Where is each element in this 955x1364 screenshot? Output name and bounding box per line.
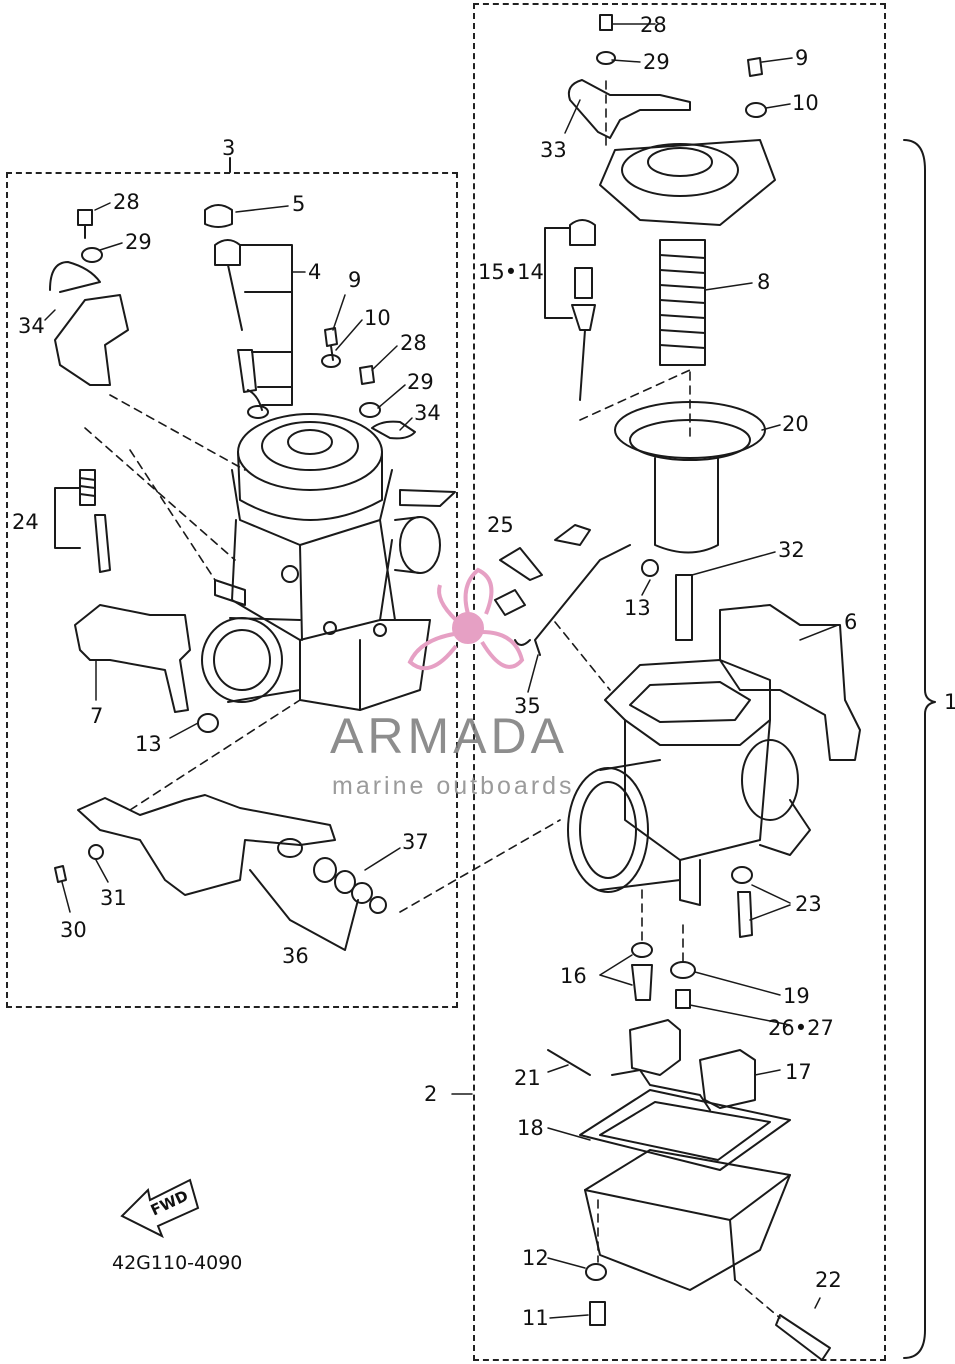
part-label-17: 17 [785, 1060, 812, 1084]
part-label-8: 8 [757, 270, 771, 294]
part-label-28-left-b: 28 [400, 331, 427, 355]
part-label-22: 22 [815, 1268, 842, 1292]
part-label-12: 12 [522, 1246, 549, 1270]
part-label-15-14: 15•14 [478, 260, 544, 284]
part-label-16: 16 [560, 964, 587, 988]
part-label-13-right: 13 [624, 596, 651, 620]
part-label-25: 25 [487, 513, 514, 537]
part-label-29-left-b: 29 [407, 370, 434, 394]
part-label-20: 20 [782, 412, 809, 436]
part-label-7: 7 [90, 704, 104, 728]
part-label-37: 37 [402, 830, 429, 854]
part-label-30: 30 [60, 918, 87, 942]
part-label-11: 11 [522, 1306, 549, 1330]
part-label-28-right: 28 [640, 13, 667, 37]
part-label-33: 33 [540, 138, 567, 162]
part-label-24: 24 [12, 510, 39, 534]
part-label-34-left-b: 34 [414, 401, 441, 425]
part-label-21: 21 [514, 1066, 541, 1090]
part-label-13-left: 13 [135, 732, 162, 756]
part-label-23: 23 [795, 892, 822, 916]
part-label-10-right: 10 [792, 91, 819, 115]
fwd-arrow-icon [120, 1178, 200, 1239]
part-label-4: 4 [308, 260, 322, 284]
part-label-32: 32 [778, 538, 805, 562]
part-label-29-right: 29 [643, 50, 670, 74]
part-label-34-left: 34 [18, 314, 45, 338]
part-label-36: 36 [282, 944, 309, 968]
part-label-10-left: 10 [364, 306, 391, 330]
group-3-frame [6, 172, 458, 1008]
part-label-6: 6 [844, 610, 858, 634]
diagram-code: 42G110-4090 [112, 1252, 243, 1274]
part-label-19: 19 [783, 984, 810, 1008]
part-label-18: 18 [517, 1116, 544, 1140]
part-label-9-left: 9 [348, 268, 362, 292]
watermark-tagline: marine outboards [332, 772, 575, 800]
part-label-29-left: 29 [125, 230, 152, 254]
group-3-label: 3 [222, 136, 236, 160]
group-1-label: 1 [944, 690, 955, 714]
part-label-26-27: 26•27 [768, 1016, 834, 1040]
armada-logo-icon [407, 567, 525, 671]
part-label-28-left: 28 [113, 190, 140, 214]
part-label-5: 5 [292, 192, 306, 216]
part-label-31: 31 [100, 886, 127, 910]
part-label-9-right: 9 [795, 46, 809, 70]
group-2-label: 2 [424, 1082, 438, 1106]
part-label-35: 35 [514, 694, 541, 718]
group-2-frame [473, 3, 886, 1361]
watermark-brand: ARMADA [330, 708, 568, 764]
